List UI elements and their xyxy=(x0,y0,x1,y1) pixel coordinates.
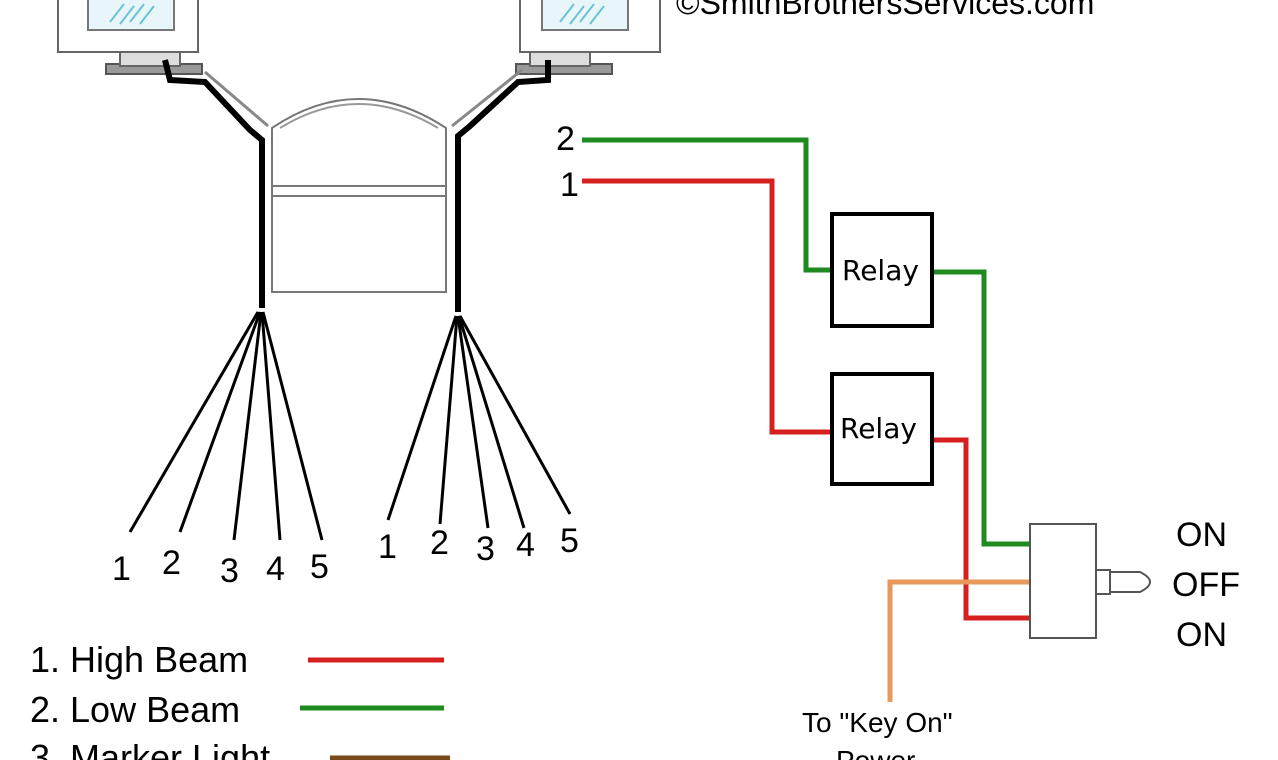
relay-top-label: Relay xyxy=(842,254,919,287)
key-on-wire xyxy=(887,579,1030,702)
left-wire-label-4: 4 xyxy=(266,550,285,588)
high-beam-wire xyxy=(582,178,832,435)
low-beam-wire xyxy=(582,137,832,273)
grille xyxy=(271,98,447,293)
right-headlight xyxy=(515,0,661,75)
input-wire-number-1: 1 xyxy=(560,166,579,204)
switch-position-off: OFF xyxy=(1172,566,1240,604)
left-harness xyxy=(128,59,324,541)
relay-bottom-label: Relay xyxy=(840,412,917,445)
left-wire-label-5: 5 xyxy=(310,548,329,586)
left-headlight xyxy=(57,0,203,75)
low-beam-output-wire xyxy=(932,269,1030,547)
relay-top: Relay xyxy=(830,212,934,328)
relay-bottom: Relay xyxy=(830,372,934,486)
left-wire-label-3: 3 xyxy=(220,552,239,590)
right-wire-label-5: 5 xyxy=(560,522,579,560)
switch-position-on-top: ON xyxy=(1176,516,1227,554)
legend-low-beam-label: 2. Low Beam xyxy=(30,689,240,730)
right-wire-label-4: 4 xyxy=(516,526,535,564)
right-wire-label-3: 3 xyxy=(476,530,495,568)
toggle-switch xyxy=(1029,523,1151,639)
legend-marker-light-label: 3. Marker Light xyxy=(30,737,270,760)
copyright-text: ©SmithBrothersServices.com xyxy=(676,0,1094,21)
input-wire-number-2: 2 xyxy=(556,120,575,158)
right-wire-label-1: 1 xyxy=(378,528,397,566)
right-wire-label-2: 2 xyxy=(430,524,449,562)
legend-high-beam-label: 1. High Beam xyxy=(30,639,248,680)
left-wire-label-1: 1 xyxy=(112,550,131,588)
key-on-label-line1: To "Key On" xyxy=(802,707,953,738)
left-wire-label-2: 2 xyxy=(162,544,181,582)
key-on-label-line2: Power xyxy=(836,745,915,760)
right-harness xyxy=(386,60,572,529)
legend: 1. High Beam 2. Low Beam 3. Marker Light xyxy=(30,639,450,760)
high-beam-output-wire xyxy=(932,437,1030,621)
switch-position-on-bottom: ON xyxy=(1176,616,1227,654)
